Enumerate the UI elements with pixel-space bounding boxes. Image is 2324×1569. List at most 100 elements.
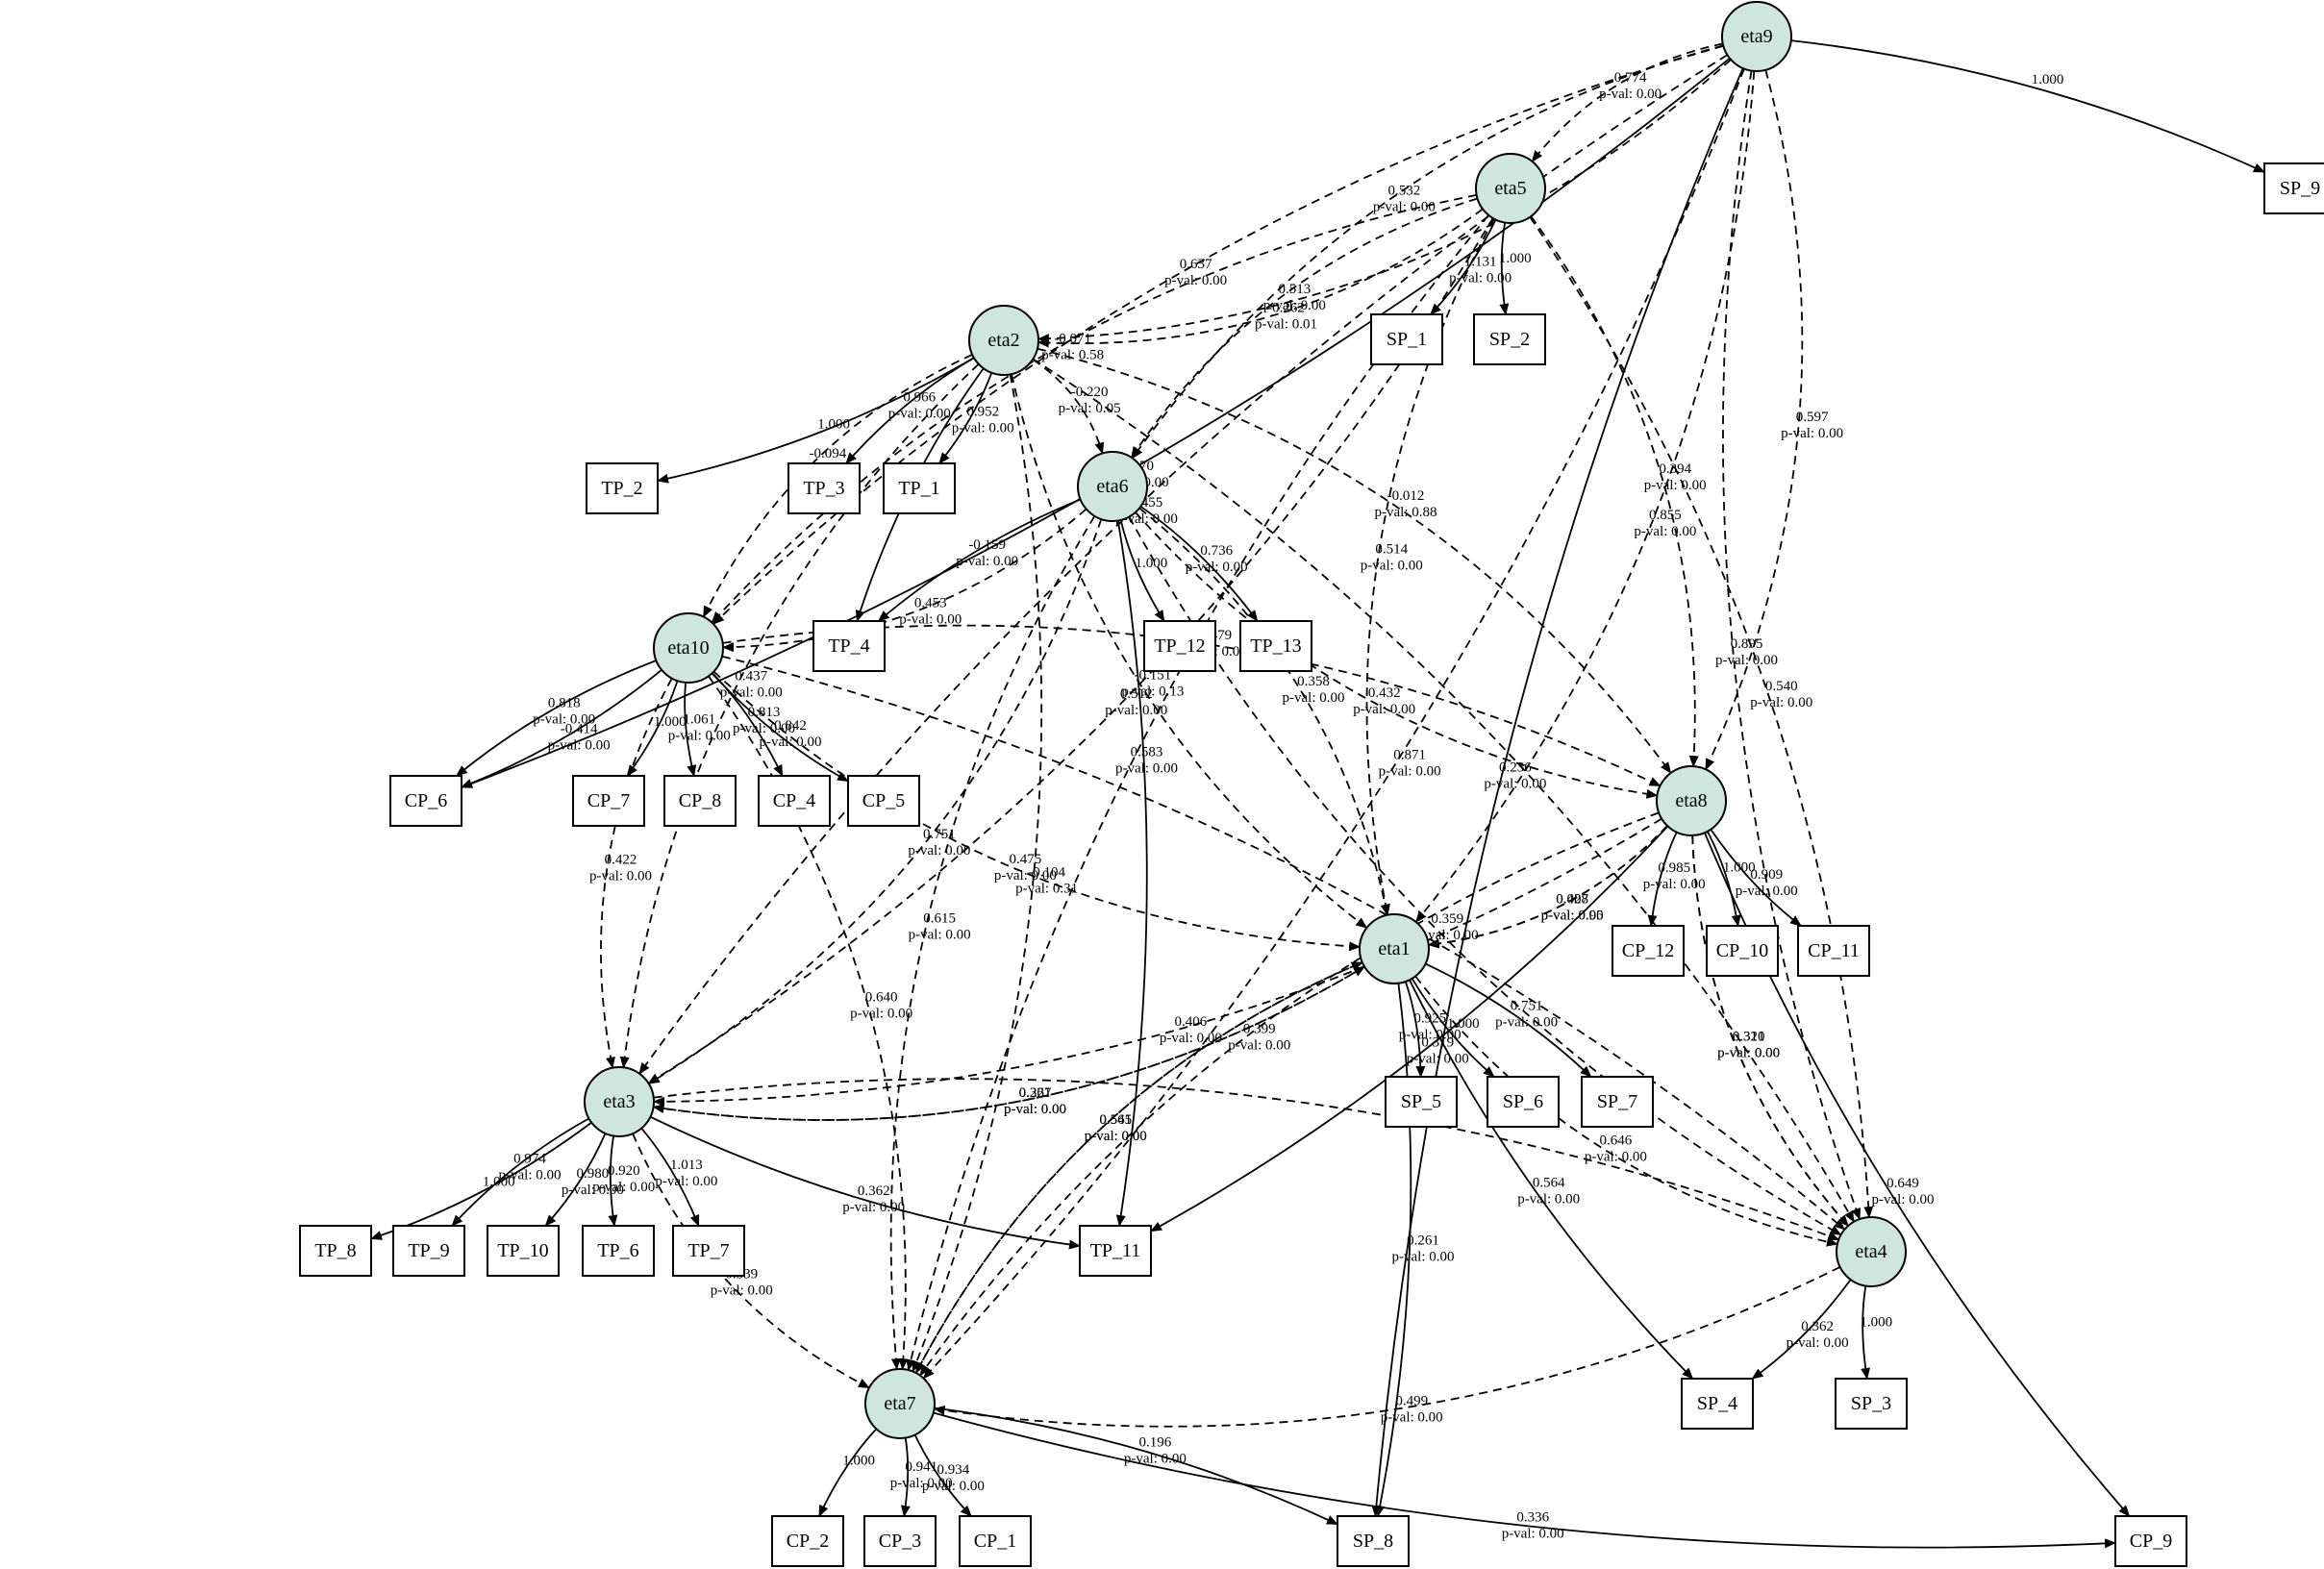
observed-node-CP_3: CP_3 [863, 1515, 937, 1567]
latent-node-eta4: eta4 [1836, 1216, 1907, 1287]
node-label: eta7 [884, 1393, 915, 1414]
edge-p-value: p-val: 0.95 [1541, 908, 1604, 923]
edge-coefficient: -0.071 [1054, 331, 1091, 346]
edge-coefficient: 0.895 [1731, 636, 1763, 652]
edge-p-value: p-val: 0.00 [1787, 1335, 1849, 1351]
node-label: CP_8 [679, 790, 721, 811]
edge-eta2-to-eta10 [702, 354, 973, 618]
edge-coefficient: 1.000 [842, 1454, 875, 1469]
edge-p-value: p-val: 0.00 [592, 1180, 655, 1195]
edge-eta9-to-eta1 [1415, 70, 1756, 923]
observed-node-CP_4: CP_4 [758, 775, 831, 827]
edge-eta2-to-eta3 [619, 363, 980, 1069]
edge-eta1-to-SP_4 [1409, 979, 1694, 1380]
edge-coefficient: 0.952 [966, 404, 999, 419]
edge-coefficient: -0.104 [1028, 864, 1065, 880]
edge-eta6-to-TP_11 [1115, 520, 1148, 1227]
edge-coefficient: 0.512 [1120, 686, 1153, 702]
edge-p-value: p-val: 0.00 [1392, 1249, 1455, 1264]
edge-eta5-to-eta2 [1037, 208, 1484, 348]
edge-coefficient: -0.220 [1071, 385, 1109, 400]
observed-node-CP_2: CP_2 [771, 1515, 844, 1567]
edge-coefficient: 0.813 [748, 705, 781, 720]
edge-p-value: p-val: 0.00 [1085, 1129, 1147, 1144]
edge-coefficient: 0.597 [1796, 410, 1829, 425]
edge-coefficient: 1.000 [1447, 1016, 1480, 1032]
edge-coefficient: 0.640 [865, 990, 898, 1006]
node-label: SP_7 [1597, 1091, 1637, 1112]
edge-coefficient: 0.941 [905, 1459, 937, 1475]
observed-node-TP_6: TP_6 [582, 1225, 655, 1277]
edge-coefficient: 0.432 [1368, 685, 1401, 701]
edge-p-value: p-val: 0.00 [1736, 884, 1798, 899]
edge-label-eta4-to-SP_3: 1.000 [1860, 1314, 1892, 1330]
edge-p-value: p-val: 0.00 [668, 728, 731, 743]
latent-node-eta2: eta2 [968, 305, 1039, 376]
observed-box [2114, 1515, 2187, 1567]
edge-p-value: p-val: 0.00 [1004, 1102, 1066, 1117]
edge-p-value: p-val: 0.00 [850, 1007, 912, 1022]
edge-p-value: p-val: 0.00 [1715, 653, 1778, 668]
edge-eta3-to-TP_7 [640, 1128, 700, 1227]
edge-eta9-to-eta4 [1722, 70, 1862, 1221]
node-label: SP_1 [1387, 329, 1427, 350]
edge-coefficient: 0.564 [1533, 1176, 1565, 1191]
latent-circle [1359, 913, 1430, 984]
node-label: CP_10 [1716, 940, 1768, 961]
node-label: TP_12 [1154, 635, 1205, 657]
observed-node-CP_9: CP_9 [2114, 1515, 2187, 1567]
edge-eta10-to-eta3 [600, 678, 673, 1069]
observed-box [1143, 620, 1216, 672]
edge-coefficient: 0.361 [1019, 1085, 1052, 1101]
latent-circle [864, 1368, 936, 1439]
edge-p-value: p-val: 0.00 [1164, 273, 1227, 288]
edge-coefficient: -0.012 [1387, 488, 1425, 504]
edge-p-value: p-val: 0.00 [499, 1167, 562, 1183]
edge-coefficient: 1.000 [1499, 251, 1532, 266]
edge-coefficient: 0.774 [1614, 70, 1647, 86]
edge-eta10-to-eta1 [712, 670, 1362, 952]
node-label: TP_6 [597, 1240, 638, 1261]
edge-coefficient: 0.583 [1131, 744, 1163, 760]
edge-coefficient: 0.532 [1388, 184, 1421, 199]
observed-node-SP_6: SP_6 [1487, 1076, 1560, 1128]
observed-node-TP_3: TP_3 [787, 462, 861, 514]
node-label: eta4 [1855, 1241, 1887, 1262]
edge-coefficient: 0.008 [1556, 891, 1588, 907]
edge-coefficient: 0.615 [923, 911, 956, 927]
edge-eta3-to-TP_9 [451, 1117, 589, 1227]
edge-coefficient: 0.227 [1019, 1085, 1052, 1101]
edge-p-value: p-val: 0.00 [1379, 763, 1441, 779]
latent-node-eta10: eta10 [653, 612, 724, 684]
observed-box [1487, 1076, 1560, 1128]
node-label: eta10 [667, 637, 709, 659]
observed-node-SP_1: SP_1 [1370, 313, 1443, 365]
edge-eta2-to-eta8 [1037, 347, 1672, 774]
observed-box [883, 462, 956, 514]
edge-eta2-to-TP_1 [938, 372, 993, 464]
edge-p-value: p-val: 0.00 [909, 928, 971, 943]
node-layer: eta9eta5eta2eta6eta10eta8eta1eta3eta4eta… [299, 1, 2324, 1567]
edge-eta4-to-eta7 [933, 1266, 1841, 1428]
edge-eta4-to-SP_4 [1751, 1279, 1852, 1380]
edge-eta6-to-TP_4 [877, 498, 1081, 622]
edge-eta9-to-eta6 [1132, 44, 1724, 460]
node-label: TP_7 [687, 1240, 729, 1261]
observed-box [1385, 1076, 1458, 1128]
node-label: SP_6 [1503, 1091, 1543, 1112]
edge-p-value: p-val: 0.00 [1263, 298, 1326, 313]
edge-eta7-to-CP_2 [818, 1428, 878, 1517]
